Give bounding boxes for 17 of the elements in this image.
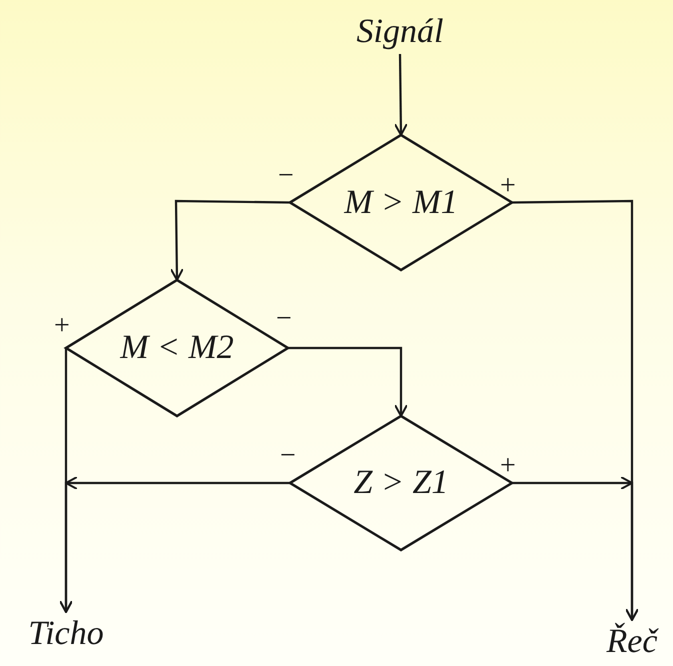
- edge-label: −: [278, 162, 294, 190]
- edge-label: +: [54, 312, 70, 340]
- edge-label: −: [276, 305, 292, 333]
- edge-label: −: [280, 442, 296, 470]
- arrow: [512, 477, 638, 621]
- condition-text: M > M1: [344, 186, 458, 220]
- flow-terminal-label: Řeč: [606, 625, 658, 659]
- arrow: [60, 477, 290, 613]
- condition-text: Z > Z1: [354, 466, 448, 500]
- arrow: [170, 200, 290, 281]
- flow-terminal-label: Signál: [356, 15, 444, 49]
- arrow: [288, 346, 408, 417]
- edge-label: +: [500, 452, 516, 480]
- condition-text: M < M2: [120, 331, 234, 365]
- flow-terminal-label: Ticho: [28, 617, 104, 651]
- edge-label: +: [500, 172, 516, 200]
- arrow: [394, 54, 408, 136]
